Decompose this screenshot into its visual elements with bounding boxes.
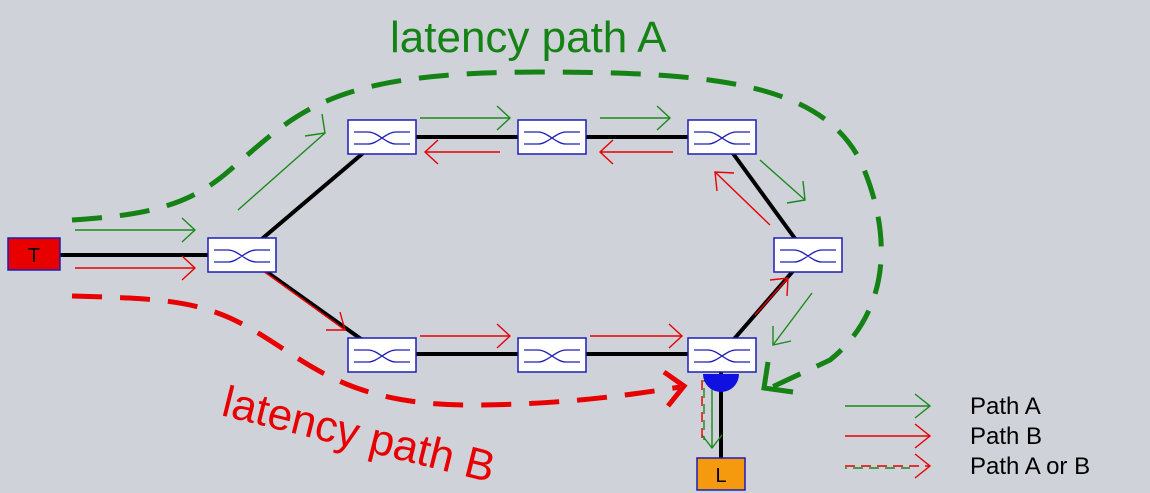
path-a-arrow	[420, 105, 512, 131]
listener-label: L	[715, 465, 726, 487]
switch-icon	[347, 119, 417, 155]
latency-path-a-dashed	[71, 69, 884, 391]
legend: Path A Path B Path A or B	[845, 393, 1090, 480]
switch-icon	[517, 337, 587, 373]
path-a-arrow	[701, 380, 723, 450]
listener-node: L	[696, 457, 746, 491]
legend-item-path-b: Path B	[845, 423, 1042, 450]
latency-path-b-dashed	[71, 293, 681, 408]
legend-label: Path A	[970, 393, 1041, 420]
path-b-arrow	[420, 323, 512, 349]
switch-icon	[517, 119, 587, 155]
path-a-or-b-arrow	[701, 380, 705, 440]
links	[60, 135, 809, 460]
path-a-arrow	[237, 113, 326, 211]
legend-item-path-a-or-b: Path A or B	[845, 453, 1090, 480]
talker-label: T	[28, 245, 40, 267]
path-a-arrow	[772, 292, 813, 346]
legend-item-path-a: Path A	[845, 393, 1041, 420]
switch-icon	[773, 237, 843, 273]
path-a-arrow	[75, 217, 197, 243]
path-b-arrow	[714, 171, 771, 226]
path-b-arrow	[423, 139, 500, 165]
flow-arrows	[75, 105, 813, 450]
legend-label: Path B	[970, 423, 1042, 450]
legend-label: Path A or B	[970, 453, 1090, 480]
latency-path-a-arrowhead	[761, 361, 794, 395]
path-a-arrow	[759, 159, 806, 204]
latency-path-b-title: latency path B	[218, 377, 500, 492]
latency-path-a-title: latency path A	[390, 13, 667, 62]
path-a-arrow	[600, 105, 672, 131]
path-b-arrow	[754, 277, 789, 316]
latency-path-b-arrowhead	[662, 369, 688, 408]
path-b-arrow	[75, 255, 197, 281]
path-b-arrow	[590, 323, 684, 349]
switch-icon	[687, 119, 757, 155]
talker-node: T	[7, 237, 61, 271]
path-b-arrow	[254, 264, 346, 331]
path-b-arrow	[598, 139, 673, 165]
switch-icon	[347, 337, 417, 373]
junction-marker	[703, 374, 739, 392]
switch-icon	[687, 337, 757, 373]
switch-icon	[207, 237, 277, 273]
